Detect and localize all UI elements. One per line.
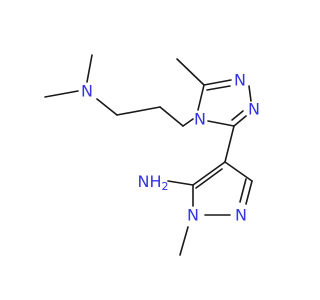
bond-layer: [44, 54, 253, 256]
bond-triazole-c5-to-methyl: [176, 58, 205, 86]
bond-pyrazole-c3-to-n2: [245, 180, 253, 205]
bond-c3-to-triazole-n4: [182, 118, 194, 127]
bond-triazole-c5-to-n1-double: [206, 85, 231, 91]
bond-pyrazole-n1-to-methyl: [179, 226, 189, 256]
bond-triazole-c5-to-n1: [203, 79, 232, 86]
bond-c1-to-c2: [116, 106, 161, 116]
atom-n4-triazole: N: [194, 110, 206, 129]
bond-pyrazole-c4-to-c5: [192, 161, 226, 186]
bond-methyl-left-to-amine-n: [44, 90, 79, 98]
bond-pyrazole-c4-to-c5-double: [195, 168, 223, 189]
bond-triazole-c3-to-n4: [207, 120, 235, 127]
atom-n1-triazole: N: [234, 71, 246, 90]
bond-triazole-c3-to-pyrazole-c4: [224, 125, 235, 163]
bond-methyl-upper-to-amine-n: [86, 54, 93, 83]
bond-triazole-n1-to-n2: [248, 85, 252, 102]
bond-triazole-n2-to-c3-double: [231, 110, 244, 121]
atom-nh2-subscript: 2: [162, 180, 169, 193]
atom-n1-pyrazole: N: [187, 206, 199, 225]
bond-amine-n-to-c1: [96, 98, 118, 116]
atom-nh2-label: NH2: [138, 172, 169, 193]
atom-n2-triazole: N: [248, 100, 260, 119]
atom-n-dimethylamine: N: [81, 82, 93, 101]
bond-pyrazole-c5-to-nh2: [167, 180, 194, 186]
bond-c2-to-c3: [159, 106, 184, 127]
bond-triazole-n2-to-c3: [233, 115, 247, 127]
atom-label-layer: N N N N NH2 N N: [81, 71, 260, 225]
atom-n2-pyrazole: N: [235, 206, 247, 225]
atom-nh2-text: NH: [138, 172, 162, 191]
molecule-structure: N N N N NH2 N N: [44, 54, 260, 256]
bond-pyrazole-c4-to-c3: [224, 161, 253, 182]
bond-pyrazole-c3-to-n2-double: [239, 178, 247, 203]
bond-triazole-n4-to-c5: [197, 84, 205, 111]
